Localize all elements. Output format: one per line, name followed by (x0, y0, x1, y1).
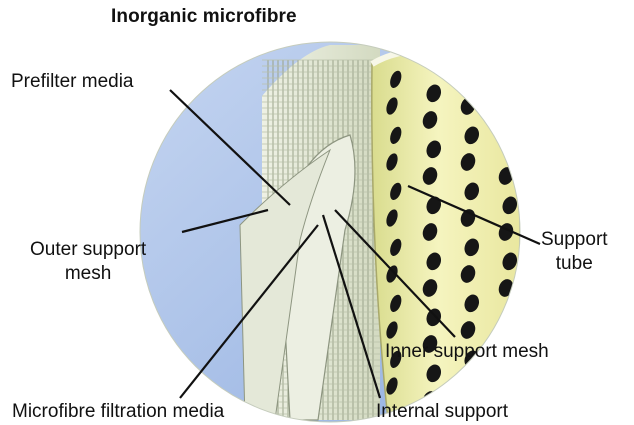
label-prefilter-media: Prefilter media (11, 70, 134, 94)
label-support-tube-line1: Support (541, 228, 608, 252)
label-microfibre-filtration-media: Microfibre filtration media (12, 400, 224, 424)
label-inner-support-mesh: Inner support mesh (385, 340, 549, 364)
label-support-tube-line2: tube (541, 252, 608, 276)
label-outer-support-mesh: Outer support mesh (30, 238, 146, 286)
diagram-title: Inorganic microfibre (111, 6, 297, 28)
perforation-hole (496, 109, 515, 131)
label-internal-support: Internal support (376, 400, 508, 424)
label-outer-support-line2: mesh (30, 262, 146, 286)
perforation-hole (500, 363, 519, 385)
label-outer-support-line1: Outer support (30, 238, 146, 262)
perforation-hole (500, 83, 519, 105)
label-support-tube: Support tube (541, 228, 608, 276)
perforation-hole (462, 69, 481, 91)
perforation-hole (458, 375, 477, 397)
